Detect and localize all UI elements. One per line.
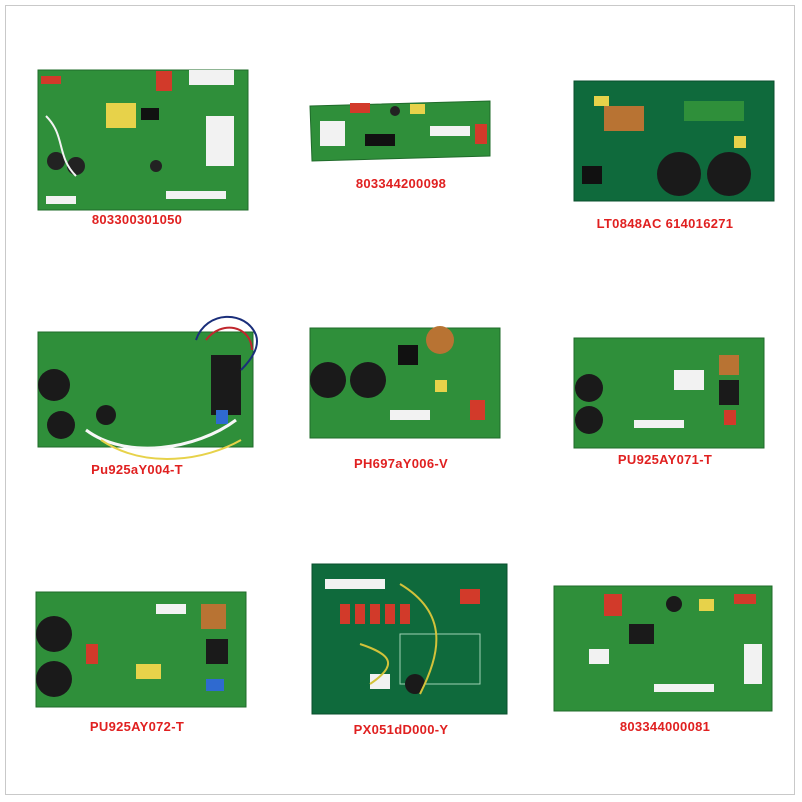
circuit-board-image-1 [37,69,249,211]
product-label: PU925AY072-T [89,719,185,734]
product-card-9: 803344000081 [534,534,796,796]
circuit-board-image-3 [573,80,775,202]
circuit-board-image-9 [553,585,773,712]
circuit-board-image-6 [573,337,765,449]
product-label: Pu925aY004-T [91,462,183,477]
product-card-2: 803344200098 [270,6,532,268]
product-label: PX051dD000-Y [353,722,449,737]
circuit-board-image-8 [311,563,508,715]
product-card-7: PU925AY072-T [6,534,268,796]
product-label: 803344200098 [355,176,447,191]
product-card-6: PU925AY071-T [534,270,796,532]
product-label: PH697aY006-V [354,456,448,471]
product-card-5: PH697aY006-V [270,270,532,532]
product-card-4: Pu925aY004-T [6,270,268,532]
product-card-3: LT0848AC 614016271 [534,6,796,268]
product-card-1: 803300301050 [6,6,268,268]
circuit-board-image-7 [35,591,247,708]
product-label: LT0848AC 614016271 [596,216,734,231]
product-label: 803300301050 [91,212,183,227]
circuit-board-image-5 [309,326,501,439]
circuit-board-image-4 [37,315,258,460]
circuit-board-image-2 [309,100,491,162]
product-grid: 803300301050 803344200098 LT0848AC 61401… [5,5,795,795]
product-card-8: PX051dD000-Y [270,534,532,796]
product-label: PU925AY071-T [617,452,713,467]
product-label: 803344000081 [619,719,711,734]
